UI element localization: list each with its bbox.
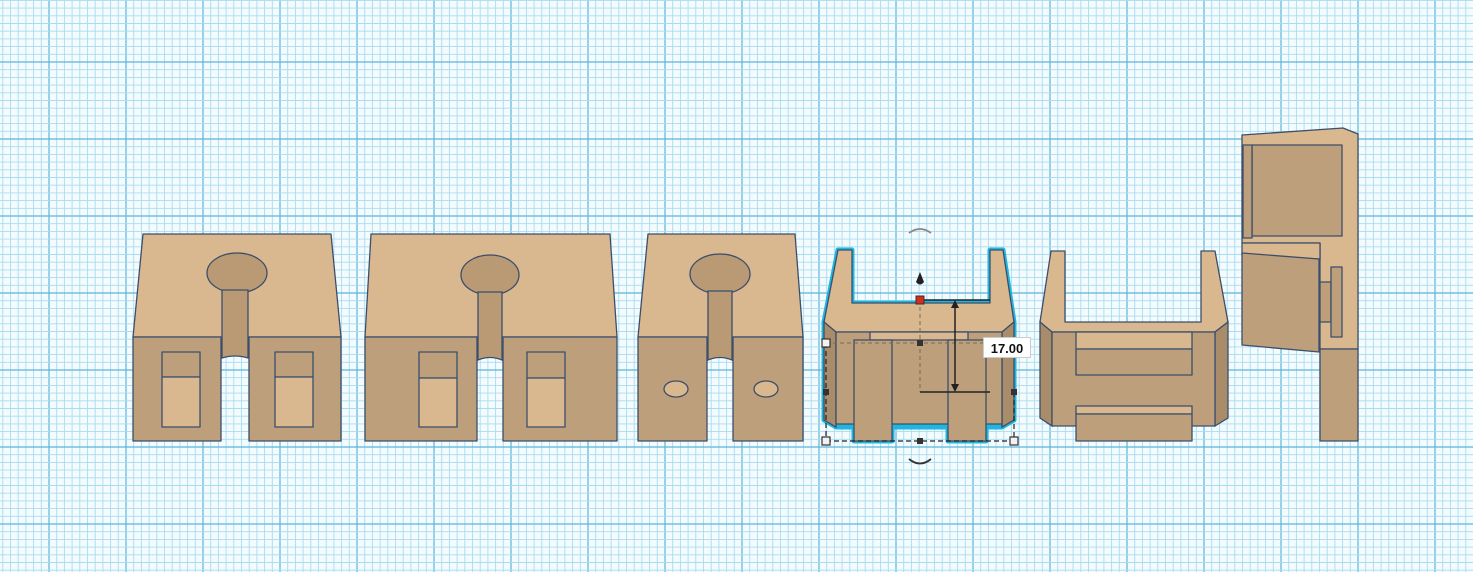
midpoint-handle: [917, 340, 923, 346]
resize-handle[interactable]: [821, 338, 831, 348]
part-1[interactable]: [132, 233, 342, 442]
resize-handle[interactable]: [821, 436, 831, 446]
part-6[interactable]: [1241, 127, 1359, 442]
keyhole: [206, 252, 268, 294]
round-hole: [663, 380, 689, 398]
rotate-handle-top[interactable]: [908, 228, 932, 234]
part-3[interactable]: [637, 233, 804, 442]
midpoint-handle: [917, 438, 923, 444]
lift-cone-handle[interactable]: [916, 272, 924, 285]
rotate-handle-bottom[interactable]: [908, 458, 932, 465]
dimension-arrowhead: [951, 384, 959, 392]
part-2[interactable]: [364, 233, 618, 442]
midpoint-handle: [823, 389, 829, 395]
keyhole: [460, 254, 520, 296]
resize-handle[interactable]: [1009, 436, 1019, 446]
keyhole: [689, 253, 751, 295]
round-hole: [753, 380, 779, 398]
midpoint-handle: [1011, 389, 1017, 395]
dimension-arrowhead: [951, 300, 959, 308]
part-5[interactable]: [1039, 250, 1229, 442]
selected-part[interactable]: [821, 228, 1019, 465]
dimension-input[interactable]: 17.00: [983, 337, 1031, 358]
height-handle[interactable]: [915, 295, 925, 305]
